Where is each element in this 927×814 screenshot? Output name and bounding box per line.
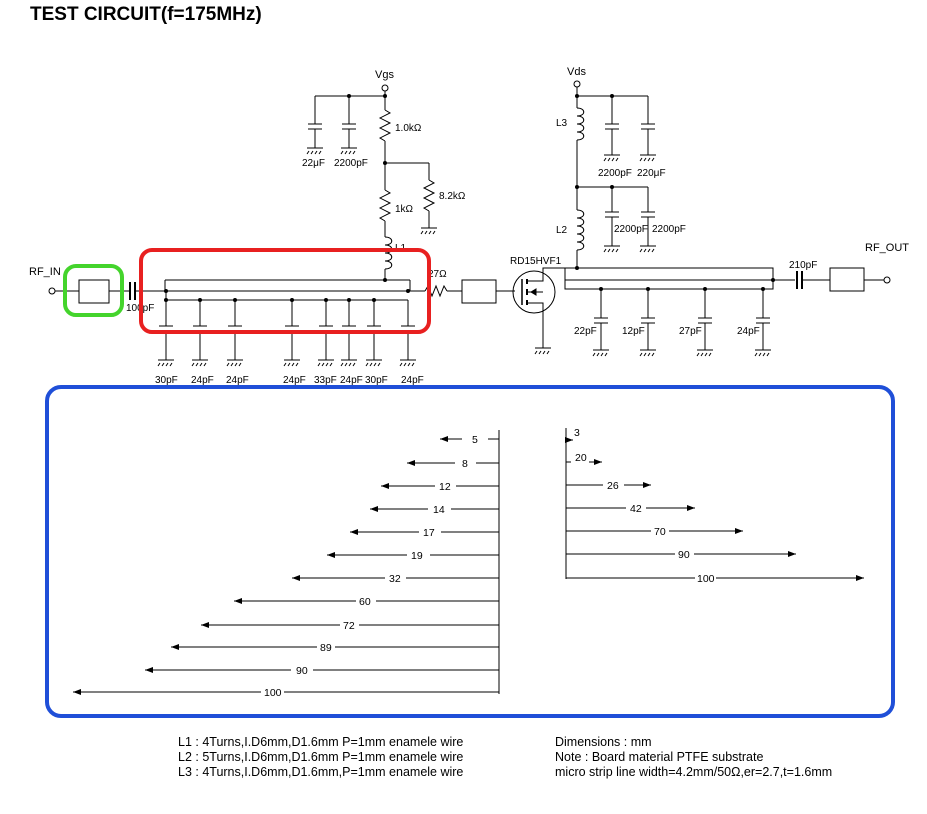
transistor-rd15hvf1: [512, 270, 556, 314]
capacitor-220uF: [639, 96, 656, 162]
inductor-l2: [576, 209, 585, 251]
dim-in-12: 100: [264, 687, 282, 699]
dim-in-6: 19: [411, 550, 423, 562]
label-1k: 1kΩ: [395, 204, 414, 215]
dimensions-input: [73, 430, 500, 694]
input-stripline: [78, 279, 110, 304]
label-rf-in: RF_IN: [29, 266, 61, 278]
label-out-cap-3: 27pF: [679, 326, 702, 337]
note-l1: L1 : 4Turns,I.D6mm,D1.6mm P=1mm enamele …: [178, 735, 464, 749]
dim-in-4: 14: [433, 504, 445, 516]
dimension-highlight: [45, 385, 895, 718]
capacitor-22uF: [306, 96, 323, 155]
dim-out-5: 70: [654, 526, 666, 538]
rf-out-stripline: [829, 267, 865, 292]
dim-out-3: 26: [607, 480, 619, 492]
gate-stripline: [461, 279, 497, 304]
dim-out-1: 3: [574, 427, 580, 439]
dim-in-2: 8: [462, 458, 468, 470]
label-2200pF-gate: 2200pF: [334, 158, 368, 169]
resistor-1k: [378, 189, 392, 222]
note-l2: L2 : 5Turns,I.D6mm,D1.6mm P=1mm enamele …: [178, 750, 464, 764]
board-notes: Dimensions : mm Note : Board material PT…: [555, 735, 832, 780]
label-out-cap-4: 24pF: [737, 326, 760, 337]
rf-out-terminal: [883, 276, 891, 284]
note-dimensions: Dimensions : mm: [555, 735, 652, 749]
label-l2: L2: [556, 225, 568, 236]
label-2200pF-drain-c: 2200pF: [652, 224, 686, 235]
label-8k2: 8.2kΩ: [439, 191, 466, 202]
dim-in-8: 60: [359, 596, 371, 608]
inductor-l1: [384, 236, 393, 270]
dim-in-7: 32: [389, 573, 401, 585]
label-2200pF-drain-b: 2200pF: [614, 224, 648, 235]
label-vgs: Vgs: [375, 69, 394, 81]
label-220uF: 220μF: [637, 168, 666, 179]
label-transistor: RD15HVF1: [510, 256, 562, 267]
dim-in-5: 17: [423, 527, 435, 539]
input-match-highlight: [139, 248, 431, 334]
capacitor-2200pF-drain-c: [639, 187, 656, 253]
label-in-cap-7: 30pF: [365, 375, 388, 386]
label-out-cap-1: 22pF: [574, 326, 597, 337]
dim-out-7: 100: [697, 573, 715, 585]
output-stripline: [564, 267, 774, 290]
capacitor-2200pF-drain-b: [603, 187, 620, 253]
label-rf-out: RF_OUT: [865, 242, 909, 254]
dim-in-11: 90: [296, 665, 308, 677]
label-2200pF-drain-a: 2200pF: [598, 168, 632, 179]
label-out-cap-2: 12pF: [622, 326, 645, 337]
dim-out-6: 90: [678, 549, 690, 561]
resistor-8k2: [422, 179, 436, 212]
label-in-cap-8: 24pF: [401, 375, 424, 386]
label-1k0: 1.0kΩ: [395, 123, 422, 134]
coil-notes: L1 : 4Turns,I.D6mm,D1.6mm P=1mm enamele …: [178, 735, 463, 780]
dim-out-4: 42: [630, 503, 642, 515]
label-in-cap-2: 24pF: [191, 375, 214, 386]
note-material: Note : Board material PTFE substrate: [555, 750, 764, 764]
input-shunt-capacitors: [157, 291, 416, 367]
capacitor-2200pF-drain-a: [603, 96, 620, 162]
label-in-cap-3: 24pF: [226, 375, 249, 386]
dim-out-2: 20: [575, 452, 587, 464]
output-shunt-capacitors: [592, 289, 771, 357]
capacitor-2200pF-gate: [340, 96, 357, 155]
input-stripline-highlight: [63, 264, 124, 317]
label-in-cap-1: 30pF: [155, 375, 178, 386]
note-l3: L3 : 4Turns,I.D6mm,D1.6mm,P=1mm enamele …: [178, 765, 464, 779]
vgs-terminal: [381, 84, 389, 92]
dim-in-10: 89: [320, 642, 332, 654]
label-vds: Vds: [567, 66, 586, 78]
resistor-1k0: [378, 109, 392, 142]
schematic: [48, 80, 891, 367]
dim-in-9: 72: [343, 620, 355, 632]
note-stripline: micro strip line width=4.2mm/50Ω,er=2.7,…: [555, 765, 833, 779]
label-in-cap-4: 24pF: [283, 375, 306, 386]
dimensions-output: [565, 428, 864, 579]
rf-in-terminal: [48, 287, 56, 295]
label-210pF: 210pF: [789, 260, 817, 271]
page-title: TEST CIRCUIT(f=175MHz): [30, 4, 262, 25]
label-22uF: 22μF: [302, 158, 325, 169]
vds-terminal: [573, 80, 581, 88]
dim-in-1: 5: [472, 434, 478, 446]
label-in-cap-6: 24pF: [340, 375, 363, 386]
label-27ohm: 27Ω: [428, 269, 447, 280]
inductor-l3: [576, 107, 585, 141]
label-l3: L3: [556, 118, 568, 129]
dim-in-3: 12: [439, 481, 451, 493]
label-in-cap-5: 33pF: [314, 375, 337, 386]
